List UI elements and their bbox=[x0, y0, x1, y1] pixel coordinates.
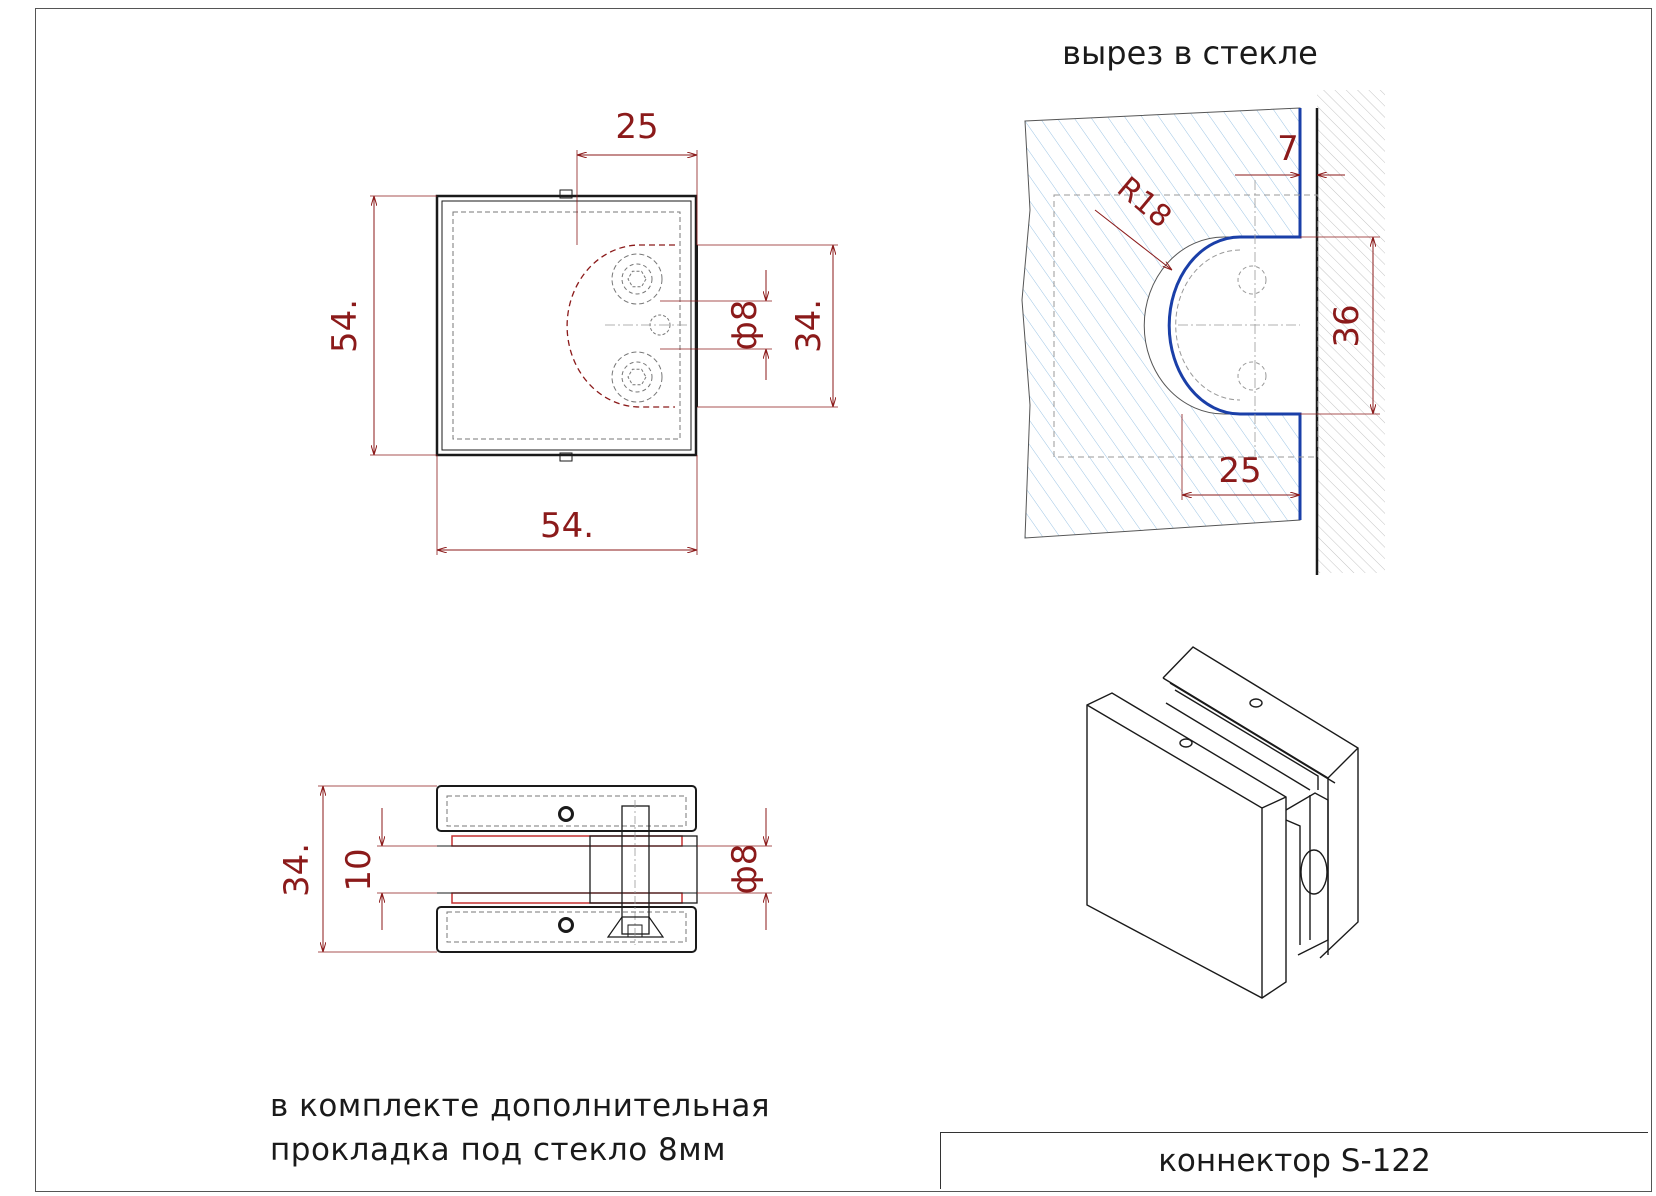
iso-front-plate bbox=[1086, 692, 1287, 999]
front-view: 25 54. 54. ф8 34. bbox=[325, 107, 838, 555]
side-dim-hole: ф8 bbox=[725, 844, 765, 895]
front-dim-height: 54. bbox=[325, 299, 365, 353]
glass-panel bbox=[1021, 107, 1301, 539]
note-line-2: прокладка под стекло 8мм bbox=[270, 1132, 727, 1168]
iso-pin-back bbox=[1249, 698, 1263, 708]
iso-pin-front bbox=[1179, 738, 1193, 748]
product-name: коннектор S-122 bbox=[1158, 1143, 1431, 1179]
isometric-view bbox=[1086, 646, 1359, 999]
cutout-dim-width: 25 bbox=[1218, 451, 1261, 491]
note-line-1: в комплекте дополнительная bbox=[270, 1088, 771, 1124]
side-upper-plate bbox=[436, 785, 697, 832]
bolt-lower bbox=[611, 351, 663, 403]
iso-back-plate bbox=[1162, 646, 1359, 959]
front-dim-width: 54. bbox=[540, 506, 594, 546]
side-gasket-upper bbox=[451, 835, 683, 847]
side-dimensions: 34. 10 ф8 bbox=[277, 785, 772, 953]
side-dim-height: 34. bbox=[277, 843, 317, 897]
front-dim-hole: ф8 bbox=[725, 300, 765, 351]
side-view: 34. 10 ф8 bbox=[277, 785, 772, 953]
title-block: коннектор S-122 bbox=[940, 1132, 1648, 1189]
cutout-view: вырез в стекле 7 R18 36 25 bbox=[1021, 34, 1385, 575]
side-pin-lower bbox=[558, 917, 574, 933]
side-lower-plate bbox=[436, 906, 697, 953]
side-dim-gap: 10 bbox=[339, 848, 379, 891]
side-pin-upper bbox=[558, 806, 574, 822]
cutout-outline bbox=[1167, 108, 1302, 520]
front-dim-hole-spacing: 34. bbox=[789, 299, 829, 353]
drawing-frame bbox=[35, 8, 1652, 1192]
side-bolt bbox=[621, 805, 650, 935]
side-gasket-lower bbox=[451, 892, 683, 904]
cutout-dim-depth: 7 bbox=[1277, 129, 1299, 169]
iso-clamp-body bbox=[1285, 792, 1329, 956]
front-dimensions: 25 54. 54. ф8 34. bbox=[325, 107, 838, 555]
iso-hole bbox=[1300, 849, 1328, 895]
bolt-upper bbox=[611, 253, 663, 305]
cutout-dim-height: 36 bbox=[1327, 304, 1367, 347]
cutout-title: вырез в стекле bbox=[1062, 34, 1318, 72]
wall-hatch bbox=[1317, 90, 1385, 573]
front-dim-top: 25 bbox=[615, 107, 658, 147]
